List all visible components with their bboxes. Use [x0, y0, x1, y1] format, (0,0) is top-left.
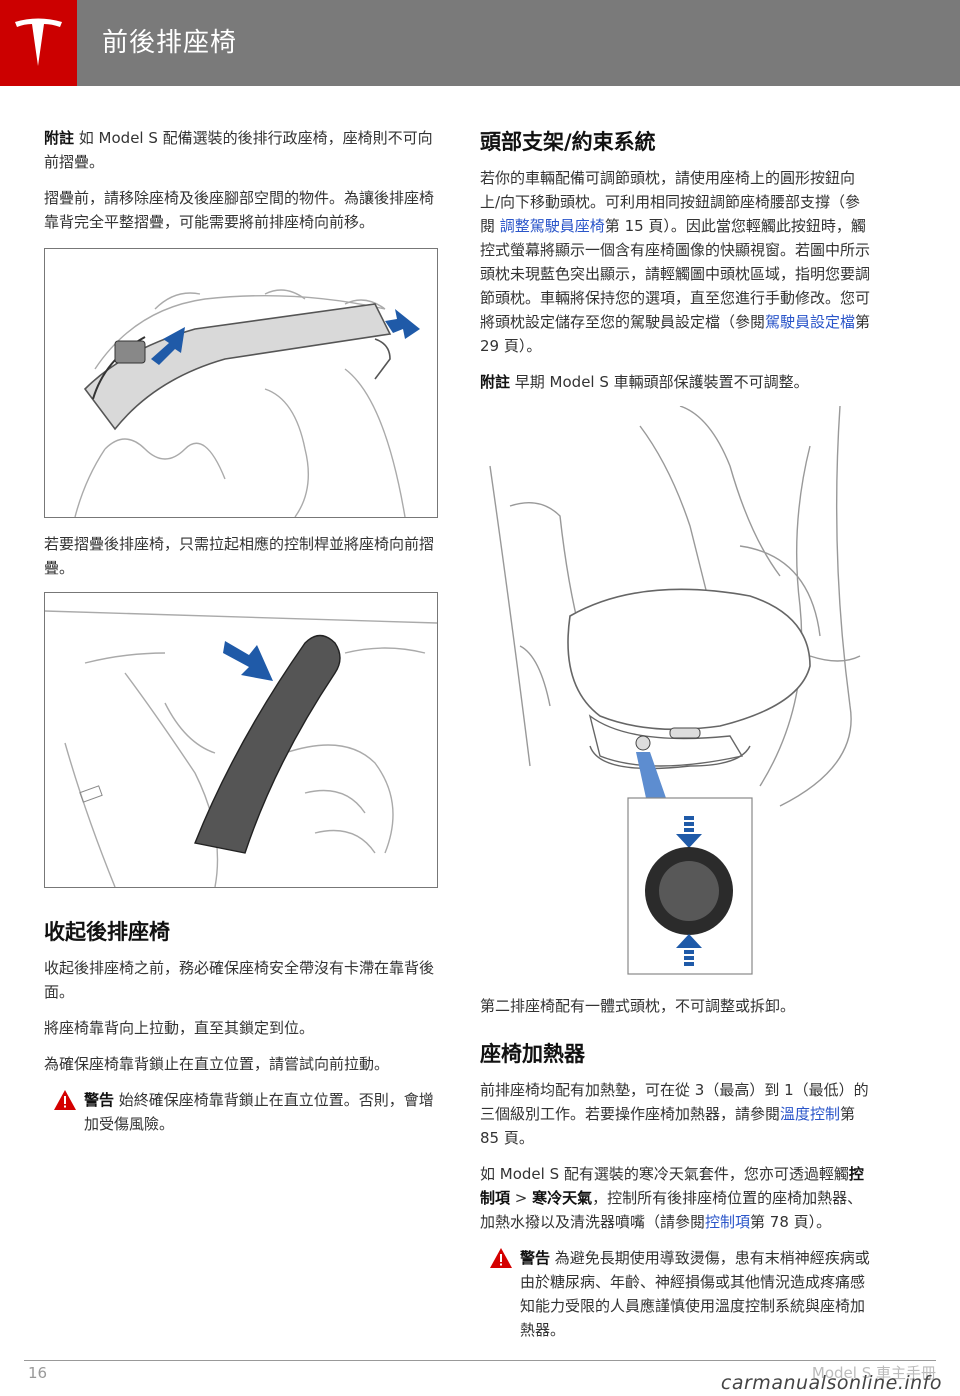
note-label: 附註 — [480, 373, 511, 391]
link-driver-profiles[interactable]: 駕駛員設定檔 — [765, 313, 856, 331]
manual-name: Model S 車主手冊 — [811, 1364, 936, 1382]
warning-label: 警告 — [84, 1091, 115, 1109]
text-span: 如 Model S 配有選裝的寒冷天氣套件，您亦可透過輕觸 — [480, 1165, 849, 1183]
text-span: 第 78 頁）。 — [750, 1213, 832, 1231]
second-row-paragraph: 第二排座椅配有一體式頭枕，不可調整或拆卸。 — [480, 997, 796, 1015]
footer-divider — [24, 1360, 936, 1361]
warning-triangle-icon — [490, 1248, 512, 1268]
arrow-up-icon — [676, 934, 702, 966]
warning-label: 警告 — [520, 1249, 551, 1267]
return-seats-paragraph-1: 收起後排座椅之前，務必確保座椅安全帶沒有卡滯在靠背後面。 — [44, 959, 435, 1001]
section-title-return-seats: 收起後排座椅 — [44, 920, 170, 944]
note-text: 如 Model S 配備選裝的後排行政座椅，座椅則不可向前摺疊。 — [44, 129, 433, 171]
text-span: 第 85 頁。 — [480, 1105, 856, 1147]
figure-rear-seat-levers — [44, 248, 438, 518]
fold-prep-paragraph: 摺疊前，請移除座椅及後座腳部空間的物件。為讓後排座椅靠背完全平整摺疊，可能需要將… — [44, 189, 435, 231]
return-seats-paragraph-2: 將座椅靠背向上拉動，直至其鎖定到位。 — [44, 1019, 315, 1037]
separator: > — [510, 1189, 533, 1207]
link-climate-controls[interactable]: 溫度控制 — [780, 1105, 841, 1123]
page-header: 前後排座椅 — [0, 0, 960, 86]
head-restraint-paragraph: 若你的車輛配備可調節頭枕，請使用座椅上的圓形按鈕向上/向下移動頭枕。可利用相同按… — [480, 166, 872, 358]
right-column: 頭部支架/約束系統 若你的車輛配備可調節頭枕，請使用座椅上的圓形按鈕向上/向下移… — [480, 126, 872, 1354]
page-number: 16 — [28, 1364, 48, 1382]
tesla-logo-icon — [15, 18, 62, 66]
return-seats-paragraph-3: 為確保座椅靠背鎖止在直立位置，請嘗試向前拉動。 — [44, 1055, 390, 1073]
text-span: ，控制所有後排座椅位置的座椅加熱器、加熱水撥以及清洗器噴嘴（請參閱 — [480, 1189, 863, 1231]
section-title-seat-heaters: 座椅加熱器 — [480, 1042, 585, 1066]
bold-term: 寒冷天氣 — [532, 1189, 593, 1207]
link-controls[interactable]: 控制項 — [705, 1213, 751, 1231]
note-executive-seats: 附註 如 Model S 配備選裝的後排行政座椅，座椅則不可向前摺疊。 — [44, 126, 436, 174]
figure-seat-folding — [44, 592, 438, 888]
link-adjust-driver-seat[interactable]: 調整駕駛員座椅 — [499, 217, 605, 235]
left-column: 附註 如 Model S 配備選裝的後排行政座椅，座椅則不可向前摺疊。 摺疊前，… — [44, 126, 438, 1148]
figure-head-restraint-button — [480, 405, 872, 982]
seat-heater-paragraph-2: 如 Model S 配有選裝的寒冷天氣套件，您亦可透過輕觸控制項 > 寒冷天氣，… — [480, 1162, 872, 1234]
arrow-right-icon — [385, 309, 420, 339]
brand-logo — [0, 0, 77, 86]
warning-seat-heater: 警告 為避免長期使用導致燙傷，患有末梢神經疾病或由於糖尿病、年齡、神經損傷或其他… — [480, 1246, 872, 1342]
warning-triangle-icon — [54, 1090, 76, 1110]
arrow-left-icon — [151, 327, 185, 365]
arrow-down-icon — [676, 816, 702, 848]
text-span: 前排座椅均配有加熱墊，可在從 3（最高）到 1（最低）的三個級別工作。若要操作座… — [480, 1081, 869, 1123]
watermark: carmanualsonline.info — [720, 1372, 942, 1394]
note-early-vehicles: 附註 早期 Model S 車輛頭部保護裝置不可調整。 — [480, 370, 872, 394]
text-span: 若你的車輛配備可調節頭枕，請使用座椅上的圓形按鈕向上/向下移動頭枕。可利用相同按… — [480, 169, 861, 235]
note-text: 早期 Model S 車輛頭部保護裝置不可調整。 — [510, 373, 809, 391]
arrow-fold-icon — [223, 641, 273, 681]
text-span: 第 15 頁）。因此當您輕觸此按鈕時，觸控式螢幕將顯示一個含有座椅圖像的快顯視窗… — [480, 217, 871, 331]
bold-term: 控制項 — [480, 1165, 864, 1207]
section-title-head-restraints: 頭部支架/約束系統 — [480, 130, 656, 154]
warning-text: 為避免長期使用導致燙傷，患有末梢神經疾病或由於糖尿病、年齡、神經損傷或其他情況造… — [520, 1249, 870, 1339]
text-span: 第 29 頁）。 — [480, 313, 871, 355]
page-title: 前後排座椅 — [102, 28, 238, 58]
seat-heater-paragraph-1: 前排座椅均配有加熱墊，可在從 3（最高）到 1（最低）的三個級別工作。若要操作座… — [480, 1078, 872, 1150]
warning-text: 始終確保座椅靠背鎖止在直立位置。否則，會增加受傷風險。 — [84, 1091, 434, 1133]
fold-instruction-paragraph: 若要摺疊後排座椅，只需拉起相應的控制桿並將座椅向前摺疊。 — [44, 535, 435, 577]
warning-seat-locked: 警告 始終確保座椅靠背鎖止在直立位置。否則，會增加受傷風險。 — [44, 1088, 436, 1136]
note-label: 附註 — [44, 129, 75, 147]
